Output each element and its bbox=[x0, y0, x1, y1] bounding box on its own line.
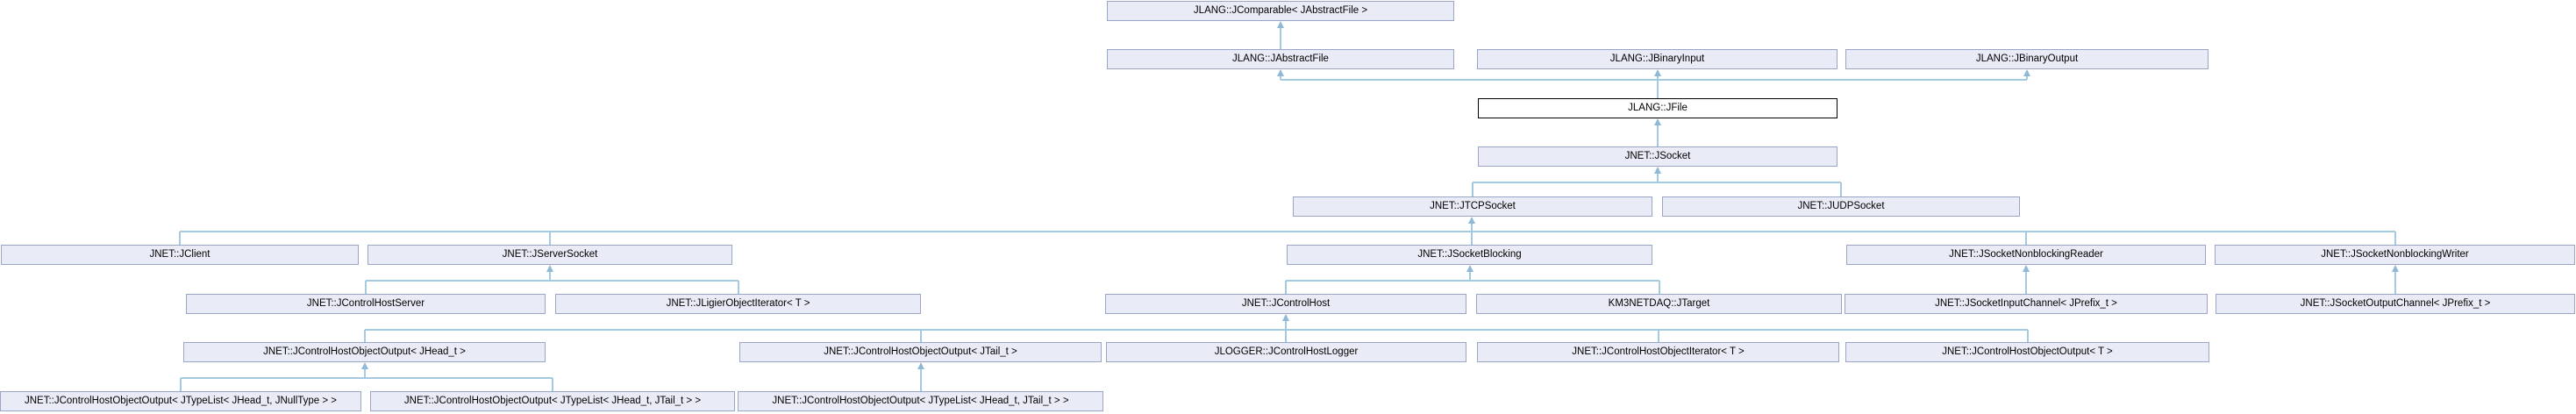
inheritance-edge-segment bbox=[1473, 182, 1841, 183]
inheritance-edge-segment bbox=[1658, 330, 1659, 342]
inheritance-arrowhead-icon bbox=[1277, 69, 1284, 76]
class-node-jcontrolhostlogger[interactable]: JLOGGER::JControlHostLogger bbox=[1106, 342, 1466, 362]
class-node-choo-typelist-tail-2[interactable]: JNET::JControlHostObjectOutput< JTypeLis… bbox=[738, 391, 1103, 411]
inheritance-edge-segment bbox=[2394, 272, 2396, 294]
inheritance-edge-segment bbox=[2025, 232, 2027, 245]
inheritance-edge-segment bbox=[1285, 281, 1287, 294]
inheritance-arrowhead-icon bbox=[1468, 217, 1475, 224]
inheritance-edge-segment bbox=[1471, 224, 1473, 232]
class-node-choo-jhead[interactable]: JNET::JControlHostObjectOutput< JHead_t … bbox=[183, 342, 546, 362]
inheritance-edge-segment bbox=[365, 281, 367, 294]
inheritance-edge-segment bbox=[549, 272, 551, 281]
class-node-cho-iterator[interactable]: JNET::JControlHostObjectIterator< T > bbox=[1477, 342, 1839, 362]
class-node-choo-jtail[interactable]: JNET::JControlHostObjectOutput< JTail_t … bbox=[739, 342, 1102, 362]
inheritance-edge-segment bbox=[738, 281, 739, 294]
inheritance-edge-segment bbox=[1285, 330, 1287, 342]
inheritance-edge-segment bbox=[1285, 321, 1287, 330]
class-node-jtcpsocket[interactable]: JNET::JTCPSocket bbox=[1293, 196, 1652, 217]
inheritance-edge-segment bbox=[181, 377, 553, 379]
class-node-jbinaryinput[interactable]: JLANG::JBinaryInput bbox=[1477, 49, 1837, 69]
class-node-jfile: JLANG::JFile bbox=[1478, 98, 1837, 118]
class-node-jcontrolhostserver[interactable]: JNET::JControlHostServer bbox=[186, 294, 546, 314]
inheritance-edge-segment bbox=[1657, 174, 1659, 182]
inheritance-arrowhead-icon bbox=[2023, 69, 2030, 76]
inheritance-edge-segment bbox=[549, 232, 551, 245]
inheritance-arrowhead-icon bbox=[2023, 265, 2030, 272]
inheritance-edge-segment bbox=[1659, 281, 1660, 294]
class-node-jserversocket[interactable]: JNET::JServerSocket bbox=[367, 245, 732, 265]
class-node-choo-typelist-tail-1[interactable]: JNET::JControlHostObjectOutput< JTypeLis… bbox=[370, 391, 735, 411]
class-node-jabstractfile[interactable]: JLANG::JAbstractFile bbox=[1107, 49, 1454, 69]
class-node-jsocket[interactable]: JNET::JSocket bbox=[1478, 146, 1837, 167]
inheritance-edge-segment bbox=[1657, 76, 1659, 80]
inheritance-edge-segment bbox=[1657, 125, 1659, 146]
inheritance-arrowhead-icon bbox=[361, 362, 368, 369]
class-node-choo-t[interactable]: JNET::JControlHostObjectOutput< T > bbox=[1845, 342, 2209, 362]
inheritance-edge-segment bbox=[2027, 330, 2029, 342]
class-node-jcontrolhost[interactable]: JNET::JControlHost bbox=[1105, 294, 1466, 314]
inheritance-arrowhead-icon bbox=[1277, 21, 1284, 28]
inheritance-arrowhead-icon bbox=[1282, 314, 1289, 321]
inheritance-edge-segment bbox=[1840, 182, 1842, 196]
inheritance-edge-segment bbox=[365, 329, 2028, 331]
inheritance-edge-segment bbox=[1280, 76, 1281, 80]
inheritance-arrowhead-icon bbox=[1654, 118, 1661, 125]
inheritance-edge-segment bbox=[1280, 28, 1281, 49]
inheritance-edge-segment bbox=[1469, 272, 1471, 281]
inheritance-edge-segment bbox=[2025, 272, 2027, 294]
class-node-jclient[interactable]: JNET::JClient bbox=[1, 245, 359, 265]
class-node-choo-typelist-null[interactable]: JNET::JControlHostObjectOutput< JTypeLis… bbox=[0, 391, 361, 411]
class-node-jsocketinputchannel[interactable]: JNET::JSocketInputChannel< JPrefix_t > bbox=[1845, 294, 2208, 314]
inheritance-edge-segment bbox=[920, 369, 922, 391]
inheritance-edge-segment bbox=[1472, 182, 1474, 196]
inheritance-edge-segment bbox=[2026, 76, 2028, 80]
inheritance-edge-segment bbox=[1657, 80, 1659, 98]
inheritance-edge-segment bbox=[552, 378, 553, 391]
class-node-jsocketoutputchannel[interactable]: JNET::JSocketOutputChannel< JPrefix_t > bbox=[2216, 294, 2575, 314]
class-node-jcomparable[interactable]: JLANG::JComparable< JAbstractFile > bbox=[1107, 1, 1454, 21]
inheritance-arrowhead-icon bbox=[1466, 265, 1474, 272]
inheritance-edge-segment bbox=[180, 231, 2395, 232]
inheritance-edge-segment bbox=[920, 330, 922, 342]
inheritance-edge-segment bbox=[1281, 79, 2027, 81]
inheritance-arrowhead-icon bbox=[2392, 265, 2399, 272]
class-node-jsocketnonblockingwriter[interactable]: JNET::JSocketNonblockingWriter bbox=[2215, 245, 2575, 265]
inheritance-edge-segment bbox=[179, 232, 181, 245]
inheritance-arrowhead-icon bbox=[1654, 167, 1661, 174]
inheritance-edge-segment bbox=[366, 280, 739, 282]
inheritance-arrowhead-icon bbox=[1654, 69, 1661, 76]
class-node-jtarget[interactable]: KM3NETDAQ::JTarget bbox=[1476, 294, 1842, 314]
inheritance-edge-segment bbox=[180, 378, 182, 391]
inheritance-edge-segment bbox=[364, 369, 366, 378]
class-node-jligierobjectiterator[interactable]: JNET::JLigierObjectIterator< T > bbox=[555, 294, 921, 314]
inheritance-edge-segment bbox=[1286, 280, 1659, 282]
inheritance-edge-segment bbox=[1471, 232, 1473, 245]
class-node-jsocketnonblockingreader[interactable]: JNET::JSocketNonblockingReader bbox=[1846, 245, 2206, 265]
inheritance-edge-segment bbox=[364, 330, 366, 342]
class-node-judpsocket[interactable]: JNET::JUDPSocket bbox=[1662, 196, 2020, 217]
class-node-jsocketblocking[interactable]: JNET::JSocketBlocking bbox=[1287, 245, 1652, 265]
inheritance-arrowhead-icon bbox=[917, 362, 924, 369]
class-node-jbinaryoutput[interactable]: JLANG::JBinaryOutput bbox=[1845, 49, 2209, 69]
inheritance-arrowhead-icon bbox=[546, 265, 553, 272]
inheritance-edge-segment bbox=[2394, 232, 2396, 245]
